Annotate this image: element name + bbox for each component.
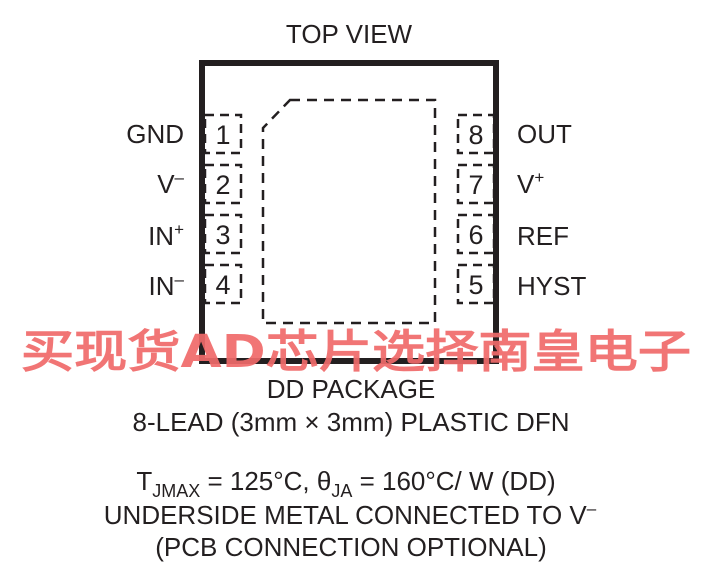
pin-4-number: 4 bbox=[215, 270, 230, 300]
left-pins: 1 GND 2 V– 3 IN+ 4 IN– bbox=[126, 113, 243, 305]
pin-1-pad bbox=[203, 113, 243, 155]
pin-2-sup: – bbox=[175, 168, 185, 187]
pin-3-number: 3 bbox=[215, 220, 230, 250]
pin-5-pad bbox=[456, 263, 496, 305]
pin-5-name: HYST bbox=[517, 271, 586, 301]
pin-7: 7 V+ bbox=[456, 163, 544, 205]
exposed-pad-outline bbox=[261, 98, 437, 325]
pin-2-label: V– bbox=[157, 168, 184, 199]
pin-1-name: GND bbox=[126, 119, 184, 149]
pin-3: 3 IN+ bbox=[148, 213, 243, 255]
pin-1-number: 1 bbox=[215, 120, 230, 150]
pin-7-pad bbox=[456, 163, 496, 205]
pin-5-number: 5 bbox=[468, 270, 483, 300]
theta-value: = 160°C/ W (DD) bbox=[352, 466, 555, 496]
pin-7-name: V bbox=[517, 169, 535, 199]
package-outline bbox=[199, 60, 499, 364]
theta-symbol: θ bbox=[317, 466, 331, 496]
pin-7-sup: + bbox=[534, 168, 544, 187]
pin-3-sup: + bbox=[174, 220, 184, 239]
view-title: TOP VIEW bbox=[286, 19, 413, 49]
pin-2-name: V bbox=[157, 169, 175, 199]
pin-8-name: OUT bbox=[517, 119, 572, 149]
underside-note-sup: – bbox=[587, 499, 597, 518]
pin-6-pad bbox=[456, 213, 496, 255]
package-description: 8-LEAD (3mm × 3mm) PLASTIC DFN bbox=[132, 407, 569, 437]
pin-3-pad bbox=[203, 213, 243, 255]
pin-6-number: 6 bbox=[468, 220, 483, 250]
tj-subscript: JMAX bbox=[152, 481, 200, 501]
pin-3-name: IN bbox=[148, 221, 174, 251]
underside-note: UNDERSIDE METAL CONNECTED TO V– bbox=[104, 499, 597, 530]
pin-6: 6 REF bbox=[456, 213, 569, 255]
pin-4: 4 IN– bbox=[149, 263, 243, 305]
thermal-specs: TJMAX = 125°C, θJA = 160°C/ W (DD) bbox=[136, 466, 555, 501]
pin-1-label: GND bbox=[126, 119, 184, 149]
watermark-text: 买现货AD芯片选择南皇电子 bbox=[21, 325, 691, 378]
underside-note-main: UNDERSIDE METAL CONNECTED TO V bbox=[104, 500, 588, 530]
pin-6-label: REF bbox=[517, 221, 569, 251]
pin-4-label: IN– bbox=[149, 270, 185, 301]
pin-8-pad bbox=[456, 113, 496, 155]
tj-symbol: T bbox=[136, 466, 152, 496]
pin-8-number: 8 bbox=[468, 120, 483, 150]
pin-4-sup: – bbox=[175, 270, 185, 289]
pin-2-number: 2 bbox=[215, 170, 230, 200]
pin-6-name: REF bbox=[517, 221, 569, 251]
pin-2: 2 V– bbox=[157, 163, 243, 205]
pin-5-label: HYST bbox=[517, 271, 586, 301]
pin-5: 5 HYST bbox=[456, 263, 586, 305]
pin-7-label: V+ bbox=[517, 168, 544, 199]
pin-4-pad bbox=[203, 263, 243, 305]
pin-8-label: OUT bbox=[517, 119, 572, 149]
pcb-connection-note: (PCB CONNECTION OPTIONAL) bbox=[155, 532, 546, 562]
tj-value: = 125°C, bbox=[200, 466, 317, 496]
pin-4-name: IN bbox=[149, 271, 175, 301]
pin-3-label: IN+ bbox=[148, 220, 184, 251]
pin-7-number: 7 bbox=[468, 170, 483, 200]
right-pins: 8 OUT 7 V+ 6 REF 5 HYST bbox=[456, 113, 586, 305]
theta-subscript: JA bbox=[331, 481, 352, 501]
pin-8: 8 OUT bbox=[456, 113, 572, 155]
pin-1: 1 GND bbox=[126, 113, 243, 155]
pin-2-pad bbox=[203, 163, 243, 205]
package-name: DD PACKAGE bbox=[267, 374, 436, 404]
